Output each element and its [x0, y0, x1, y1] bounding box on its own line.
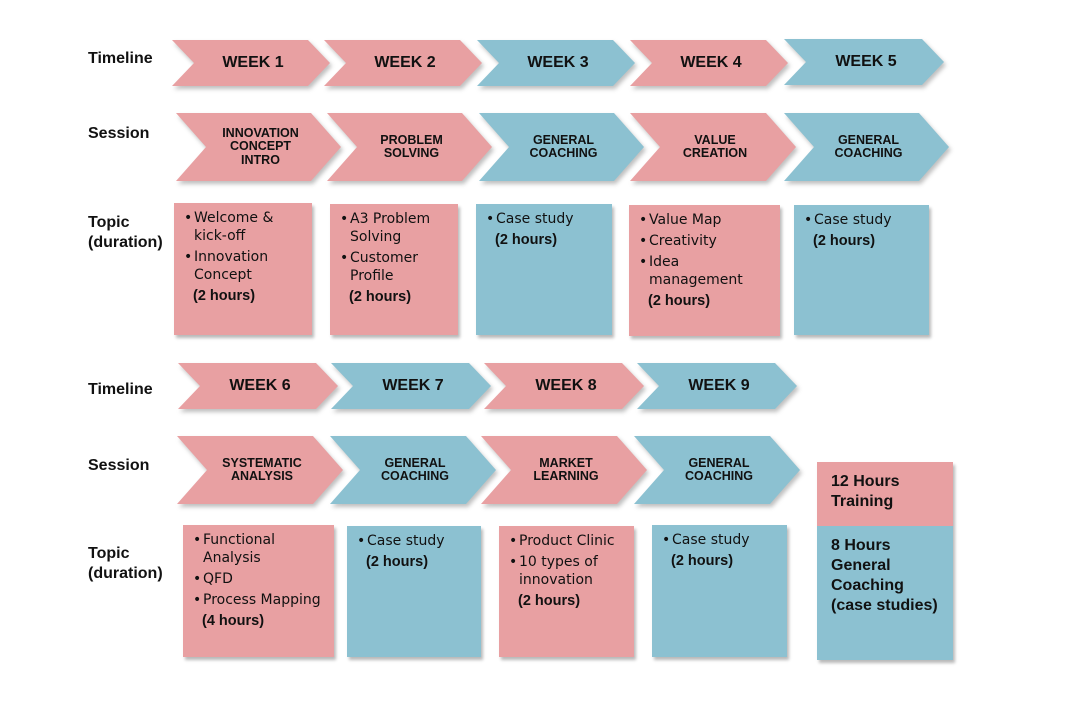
- topic-item: QFD: [193, 570, 326, 588]
- topic-item: Functional Analysis: [193, 531, 326, 567]
- topic-duration: (2 hours): [495, 232, 558, 248]
- topic-list: Case study: [662, 531, 779, 549]
- week-chevron-5: WEEK 5: [784, 39, 944, 85]
- session-label-2: Session: [88, 457, 150, 474]
- timeline-label-1: Timeline: [88, 50, 153, 67]
- session-chevron-1: INNOVATION CONCEPT INTRO: [176, 113, 341, 181]
- topic-list: A3 Problem SolvingCustomer Profile: [340, 210, 450, 285]
- topic-duration: (2 hours): [193, 288, 256, 304]
- topic-item: Creativity: [639, 232, 772, 250]
- session-chevron-6: SYSTEMATIC ANALYSIS: [177, 436, 343, 504]
- topic-item: Product Clinic: [509, 532, 626, 550]
- topic-duration: (2 hours): [366, 554, 429, 570]
- topic-box-7: Case study (2 hours): [347, 526, 481, 657]
- week-chevron-8: WEEK 8: [484, 363, 644, 409]
- summary-box: 12 Hours Training 8 Hours General Coachi…: [817, 462, 953, 660]
- topic-label-1: Topic (duration): [88, 214, 163, 251]
- session-chevron-4: VALUE CREATION: [630, 113, 796, 181]
- topic-item: Case study: [662, 531, 779, 549]
- topic-box-3: Case study (2 hours): [476, 204, 612, 335]
- topic-item: Innovation Concept: [184, 248, 304, 284]
- topic-box-1: Welcome & kick-offInnovation Concept (2 h…: [174, 203, 312, 335]
- topic-list: Product Clinic 10 types of innovation: [509, 532, 626, 589]
- week-chevron-6: WEEK 6: [178, 363, 338, 409]
- topic-item: Case study: [357, 532, 473, 550]
- topic-item: Process Mapping: [193, 591, 326, 609]
- week-chevron-3: WEEK 3: [477, 40, 635, 86]
- week-chevron-1: WEEK 1: [172, 40, 330, 86]
- topic-list: Case study: [357, 532, 473, 550]
- topic-item: A3 Problem Solving: [340, 210, 450, 246]
- week-chevron-9: WEEK 9: [637, 363, 797, 409]
- topic-list: Functional AnalysisQFD Process Mapping: [193, 531, 326, 609]
- topic-duration: (2 hours): [518, 593, 581, 609]
- topic-box-6: Functional AnalysisQFD Process Mapping (4 …: [183, 525, 334, 657]
- session-chevron-9: GENERAL COACHING: [634, 436, 800, 504]
- topic-item: Idea management: [639, 253, 772, 289]
- session-chevron-7: GENERAL COACHING: [330, 436, 496, 504]
- session-chevron-8: MARKET LEARNING: [481, 436, 647, 504]
- session-label-1: Session: [88, 125, 150, 142]
- topic-duration: (2 hours): [671, 553, 734, 569]
- session-chevron-3: GENERAL COACHING: [479, 113, 644, 181]
- topic-list: Case study: [486, 210, 604, 228]
- topic-list: Case study: [804, 211, 921, 229]
- week-chevron-7: WEEK 7: [331, 363, 491, 409]
- timeline-label-2: Timeline: [88, 381, 153, 398]
- topic-box-8: Product Clinic 10 types of innovation (2 h…: [499, 526, 634, 657]
- topic-box-9: Case study (2 hours): [652, 525, 787, 657]
- topic-item: Customer Profile: [340, 249, 450, 285]
- topic-duration: (2 hours): [648, 293, 711, 309]
- topic-duration: (4 hours): [202, 613, 265, 629]
- topic-label-2: Topic (duration): [88, 545, 163, 582]
- topic-duration: (2 hours): [349, 289, 412, 305]
- topic-item: Welcome & kick-off: [184, 209, 304, 245]
- topic-box-4: Value MapCreativityIdea management (2 hou…: [629, 205, 780, 336]
- session-chevron-2: PROBLEM SOLVING: [327, 113, 492, 181]
- topic-box-2: A3 Problem SolvingCustomer Profile (2 hou…: [330, 204, 458, 335]
- summary-coaching: 8 Hours General Coaching (case studies): [817, 526, 953, 660]
- week-chevron-2: WEEK 2: [324, 40, 482, 86]
- topic-list: Value MapCreativityIdea management: [639, 211, 772, 289]
- topic-item: Value Map: [639, 211, 772, 229]
- topic-list: Welcome & kick-offInnovation Concept: [184, 209, 304, 284]
- topic-item: 10 types of innovation: [509, 553, 626, 589]
- session-chevron-5: GENERAL COACHING: [784, 113, 949, 181]
- topic-box-5: Case study (2 hours): [794, 205, 929, 335]
- topic-item: Case study: [804, 211, 921, 229]
- topic-item: Case study: [486, 210, 604, 228]
- topic-duration: (2 hours): [813, 233, 876, 249]
- week-chevron-4: WEEK 4: [630, 40, 788, 86]
- summary-training: 12 Hours Training: [817, 462, 953, 526]
